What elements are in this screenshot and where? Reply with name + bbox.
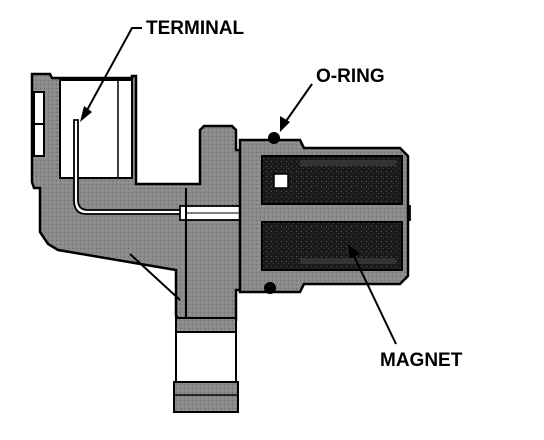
- o-ring-label: O-RING: [316, 66, 385, 87]
- o-ring-leader-line: [283, 83, 313, 125]
- terminal-arrowhead: [80, 106, 92, 122]
- magnet-arrowhead: [348, 244, 360, 258]
- o-ring-lower: [264, 282, 276, 294]
- mounting-stem-white: [175, 331, 237, 383]
- mounting-stem-upper: [175, 317, 237, 333]
- coil-upper-slot: [273, 173, 289, 189]
- magnet-leader-line: [351, 251, 397, 345]
- o-ring-arrowhead: [280, 116, 290, 132]
- o-ring-upper: [268, 132, 280, 144]
- mounting-stem-lower: [173, 381, 239, 413]
- magnet-label: MAGNET: [380, 350, 463, 371]
- connector-cavity: [59, 79, 133, 179]
- terminal-label: TERMINAL: [146, 18, 245, 39]
- terminal-leader-line: [85, 27, 142, 113]
- housing-leader-line: [129, 253, 181, 301]
